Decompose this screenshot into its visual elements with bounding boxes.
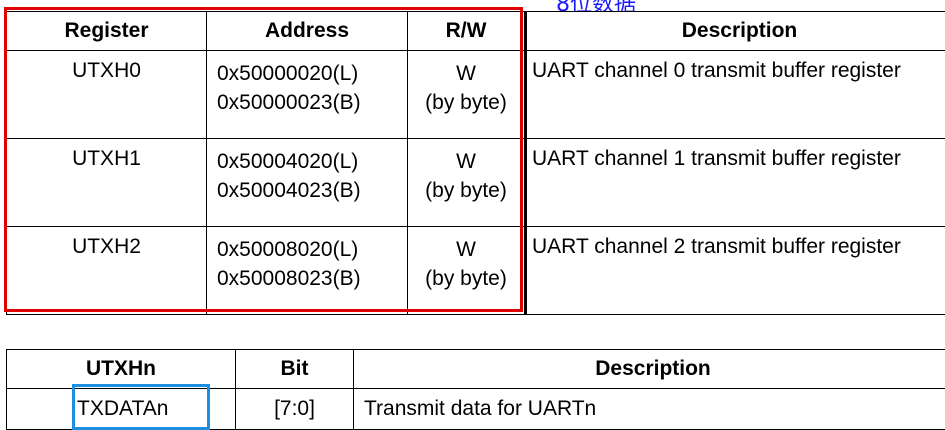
register-description: UART channel 1 transmit buffer register <box>524 138 945 227</box>
header-address: Address <box>206 11 408 51</box>
register-address: 0x50000020(L) 0x50000023(B) <box>206 50 408 139</box>
rw-mode: W <box>456 62 476 85</box>
rw-note: (by byte) <box>425 267 507 290</box>
register-description: UART channel 2 transmit buffer register <box>524 226 945 315</box>
register-name: UTXH0 <box>6 50 207 139</box>
bit-field-table: UTXHn Bit Description TXDATAn [7:0] Tran… <box>6 349 945 430</box>
header-bit: Bit <box>235 349 354 389</box>
table-row: UTXH2 0x50008020(L) 0x50008023(B) W (by … <box>6 226 945 315</box>
address-big-endian: 0x50008023(B) <box>217 267 361 290</box>
header-utxhn: UTXHn <box>6 349 236 389</box>
address-little-endian: 0x50000020(L) <box>217 62 359 85</box>
register-table-header: Register Address R/W Description <box>6 11 945 51</box>
bit-range: [7:0] <box>235 388 354 430</box>
register-name: UTXH2 <box>6 226 207 315</box>
bit-field-table-header: UTXHn Bit Description <box>6 349 945 389</box>
header-description: Description <box>524 11 945 51</box>
rw-mode: W <box>456 150 476 173</box>
address-little-endian: 0x50008020(L) <box>217 238 359 261</box>
register-address: 0x50004020(L) 0x50004023(B) <box>206 138 408 227</box>
header-bit-description: Description <box>353 349 945 389</box>
address-big-endian: 0x50000023(B) <box>217 91 361 114</box>
register-table: Register Address R/W Description UTXH0 0… <box>6 11 945 315</box>
bit-field-description: Transmit data for UARTn <box>353 388 945 430</box>
address-little-endian: 0x50004020(L) <box>217 150 359 173</box>
register-rw: W (by byte) <box>407 50 526 139</box>
header-register: Register <box>6 11 207 51</box>
rw-note: (by byte) <box>425 179 507 202</box>
rw-note: (by byte) <box>425 91 507 114</box>
register-rw: W (by byte) <box>407 226 526 315</box>
address-big-endian: 0x50004023(B) <box>217 179 361 202</box>
header-rw: R/W <box>407 11 526 51</box>
bit-field-name: TXDATAn <box>6 388 236 430</box>
register-address: 0x50008020(L) 0x50008023(B) <box>206 226 408 315</box>
table-row: TXDATAn [7:0] Transmit data for UARTn <box>6 388 945 430</box>
table-row: UTXH0 0x50000020(L) 0x50000023(B) W (by … <box>6 50 945 139</box>
rw-mode: W <box>456 238 476 261</box>
table-row: UTXH1 0x50004020(L) 0x50004023(B) W (by … <box>6 138 945 227</box>
register-description: UART channel 0 transmit buffer register <box>524 50 945 139</box>
register-name: UTXH1 <box>6 138 207 227</box>
register-rw: W (by byte) <box>407 138 526 227</box>
